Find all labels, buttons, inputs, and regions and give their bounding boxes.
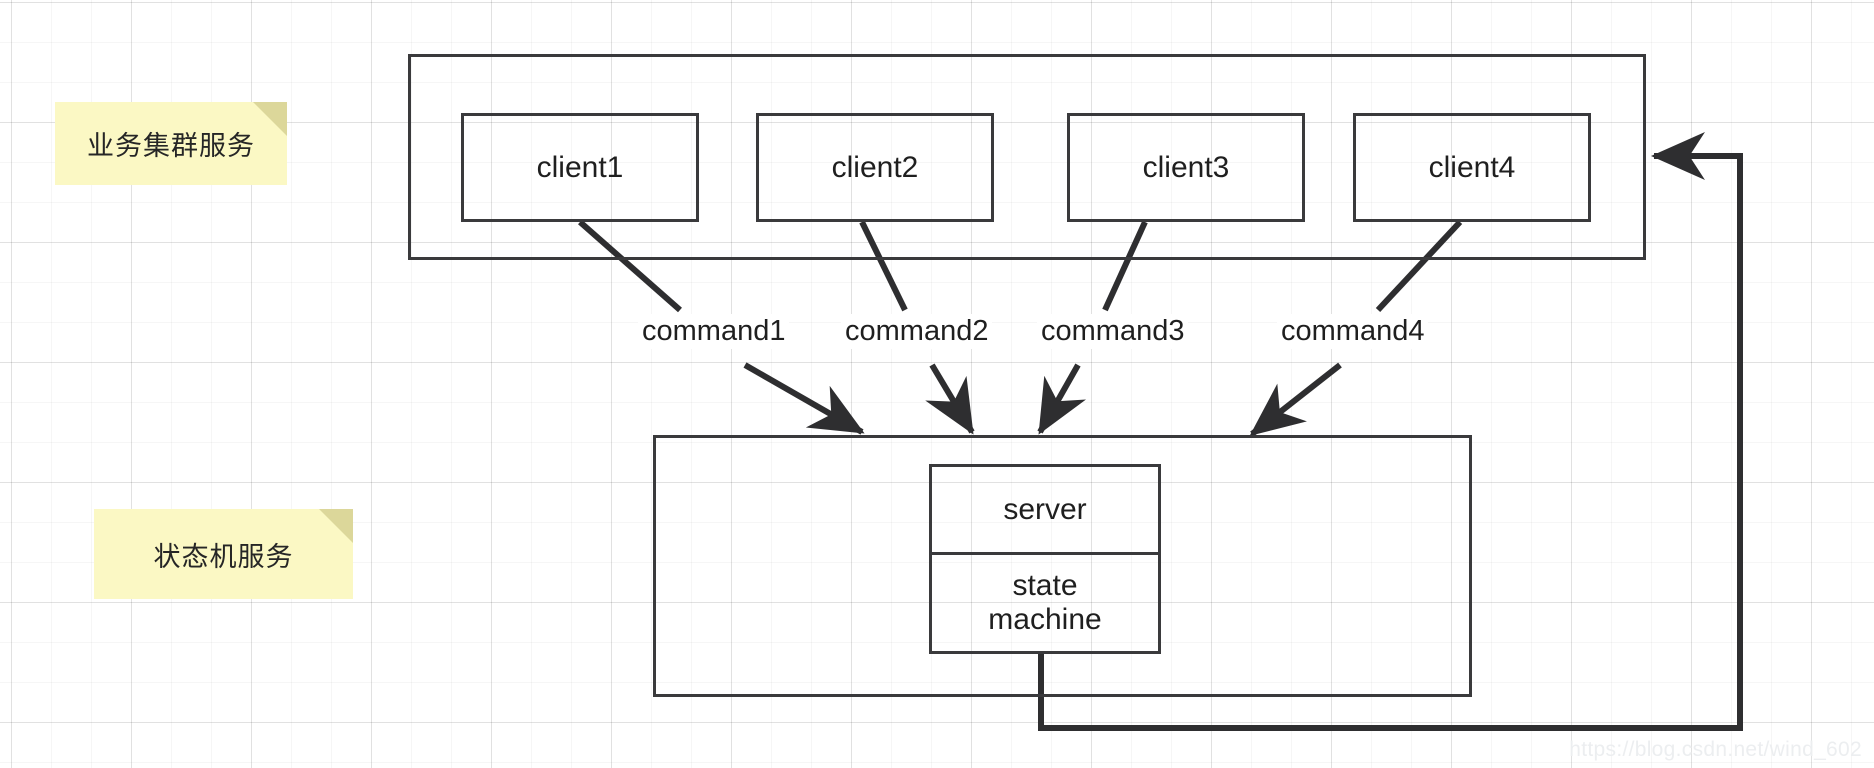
server-state-machine-stack[interactable]: server state machine [929, 464, 1161, 654]
client-box-client3[interactable]: client3 [1067, 113, 1305, 222]
sticky-note-business-cluster: 业务集群服务 [55, 102, 287, 185]
command-label-command1: command1 [638, 314, 790, 349]
command-label-command4: command4 [1277, 314, 1429, 349]
command-label-command3: command3 [1037, 314, 1189, 349]
sticky-note-label: 业务集群服务 [87, 131, 255, 161]
state-machine-service-container [653, 435, 1472, 697]
command-label-command2: command2 [841, 314, 993, 349]
server-cell: server [932, 467, 1158, 555]
state-machine-label-line2: machine [988, 603, 1102, 636]
state-machine-cell: state machine [932, 555, 1158, 651]
watermark: https://blog.csdn.net/wind_602 [1569, 738, 1862, 761]
sticky-fold-icon [253, 102, 287, 136]
client-label: client1 [536, 150, 624, 184]
state-machine-label-line1: state [1012, 569, 1078, 603]
client-label: client4 [1428, 150, 1516, 184]
state-machine-label: state machine [988, 569, 1101, 636]
client-label: client3 [1142, 150, 1230, 184]
client-label: client2 [831, 150, 919, 184]
business-cluster-container [408, 54, 1646, 260]
client-box-client2[interactable]: client2 [756, 113, 994, 222]
client-box-client4[interactable]: client4 [1353, 113, 1591, 222]
server-label: server [1003, 492, 1087, 526]
sticky-fold-icon [319, 509, 353, 543]
sticky-note-state-machine: 状态机服务 [94, 509, 353, 599]
client-box-client1[interactable]: client1 [461, 113, 699, 222]
sticky-note-label: 状态机服务 [153, 541, 294, 572]
